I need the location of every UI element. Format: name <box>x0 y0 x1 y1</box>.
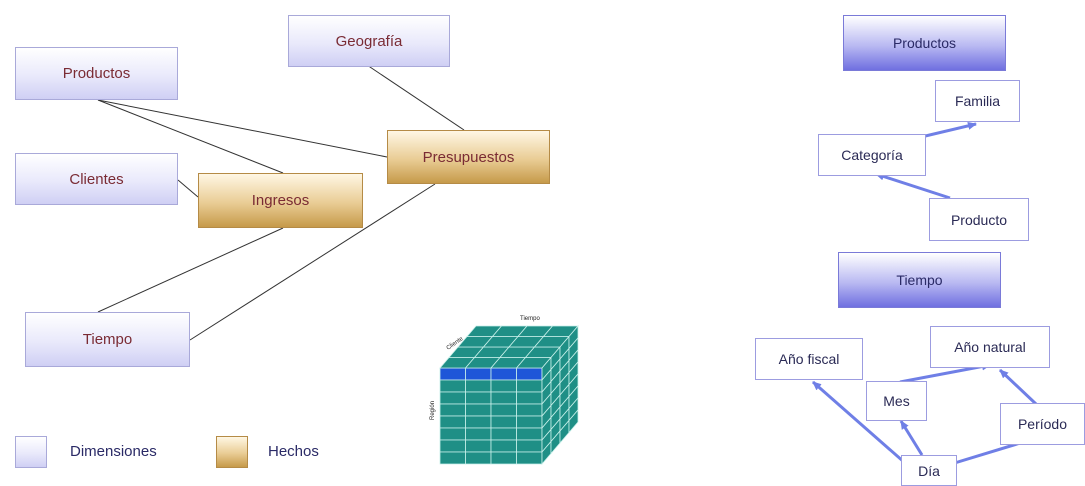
cube-cell <box>490 403 517 417</box>
fact-ingresos: Ingresos <box>198 173 363 228</box>
cube-cell <box>490 451 517 465</box>
hierarchy-productos-header: Productos <box>843 15 1006 71</box>
dimension-clientes: Clientes <box>15 153 178 205</box>
arrow-dia-anio-fiscal <box>812 380 905 464</box>
cube-cell <box>516 367 543 381</box>
legend-facts-swatch <box>216 436 248 468</box>
cube-cell <box>439 367 466 381</box>
cube-cell <box>439 391 466 405</box>
cube-cell <box>439 403 466 417</box>
cube-cell <box>439 415 466 429</box>
dimension-tiempo: Tiempo <box>25 312 190 367</box>
cube-cell <box>439 451 466 465</box>
legend-facts-label: Hechos <box>268 443 319 460</box>
fact-presupuestos: Presupuestos <box>387 130 550 184</box>
level-anio-natural: Año natural <box>930 326 1050 368</box>
cube-cell <box>516 403 543 417</box>
dimension-productos: Productos <box>15 47 178 100</box>
cube-cell <box>465 379 492 393</box>
connector-productos-ingresos <box>97 99 284 174</box>
cube-label-time: Tiempo <box>520 316 540 322</box>
connector-geografia-presupuestos <box>366 64 465 131</box>
arrow-dia-mes <box>899 420 924 456</box>
cube-cell <box>490 367 517 381</box>
level-producto: Producto <box>929 198 1029 241</box>
cube-top-face <box>439 325 579 369</box>
cube-cell <box>516 427 543 441</box>
cube-cell <box>465 451 492 465</box>
cube-front-face <box>439 367 543 465</box>
cube-label-region: Región <box>430 401 436 420</box>
legend-dimensions-label: Dimensiones <box>70 443 157 460</box>
cube-cell <box>490 439 517 453</box>
connector-clientes-ingresos <box>177 179 199 198</box>
cube-cell <box>465 403 492 417</box>
cube-cell <box>465 427 492 441</box>
cube-cell <box>516 379 543 393</box>
legend-dimensions-swatch <box>15 436 47 468</box>
connector-presupuestos-tiempo <box>189 183 436 341</box>
olap-cube: Tiempo Cliente Región <box>430 316 579 466</box>
cube-cell <box>465 367 492 381</box>
cube-cell <box>465 439 492 453</box>
cube-cell <box>465 415 492 429</box>
level-familia: Familia <box>935 80 1020 122</box>
dimension-geografia: Geografía <box>288 15 450 67</box>
connector-productos-presupuestos <box>97 99 388 158</box>
cube-cell <box>490 427 517 441</box>
cube-cell <box>490 391 517 405</box>
cube-cell <box>439 427 466 441</box>
level-dia: Día <box>901 455 957 486</box>
level-categoria: Categoría <box>818 134 926 176</box>
cube-cell <box>490 415 517 429</box>
arrow-producto-categoria <box>875 172 951 200</box>
cube-side-cell <box>568 408 579 434</box>
cube-cell <box>439 379 466 393</box>
connector-ingresos-tiempo <box>97 227 284 313</box>
level-mes: Mes <box>866 381 927 421</box>
cube-cell <box>516 391 543 405</box>
cube-cell <box>516 415 543 429</box>
level-periodo: Período <box>1000 403 1085 445</box>
cube-cell <box>439 439 466 453</box>
level-anio-fiscal: Año fiscal <box>755 338 863 380</box>
cube-cell <box>516 439 543 453</box>
cube-side-face <box>541 324 579 466</box>
cube-cell <box>465 391 492 405</box>
cube-cell <box>516 451 543 465</box>
arrow-periodo-anio-natural <box>998 368 1038 406</box>
hierarchy-tiempo-header: Tiempo <box>838 252 1001 308</box>
cube-cell <box>490 379 517 393</box>
